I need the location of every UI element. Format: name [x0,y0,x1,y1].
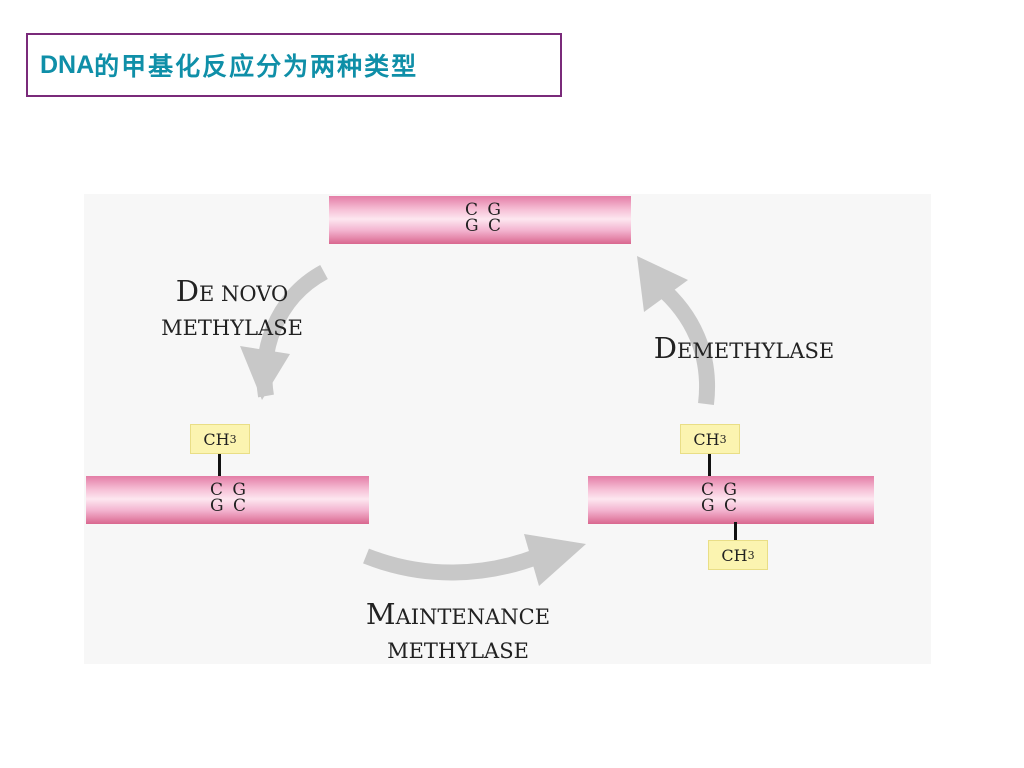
base-pair-row-1: C G [701,480,739,500]
base-pair-hemimethylated: C G G C [199,480,259,516]
dna-strand-hemimethylated [86,476,369,524]
base-pair-row-2: G C [465,216,503,236]
title-cjk: 的甲基化反应分为两种类型 [94,52,419,81]
demethylase-arrow [653,279,715,405]
label-demethylase: DEMETHYLASE [653,331,835,365]
dna-strand-unmethylated [329,196,631,244]
de-novo-arrowhead [240,346,290,400]
demethylase-arrowhead [637,256,688,312]
base-pair-row-1: C G [210,480,248,500]
dna-strand-fully-methylated [588,476,874,524]
label-maintenance-methylase: MAINTENANCE METHYLASE [365,597,551,663]
cycle-arrows [240,256,715,586]
maintenance-arrow [363,548,542,581]
methyl-bond-full-top [708,454,711,478]
methyl-bond-hemi [218,454,221,478]
title-latin: DNA [40,50,95,79]
methyl-bond-full-bottom [734,522,737,542]
base-pair-row-1: C G [465,200,503,220]
base-pair-fully-methylated: C G G C [690,480,750,516]
base-pair-row-2: G C [210,496,248,516]
base-pair-row-2: G C [701,496,739,516]
label-de-novo-methylase: DE NOVO METHYLASE [161,274,303,340]
maintenance-arrowhead [524,534,586,586]
base-pair-unmethylated: C G G C [454,200,514,236]
